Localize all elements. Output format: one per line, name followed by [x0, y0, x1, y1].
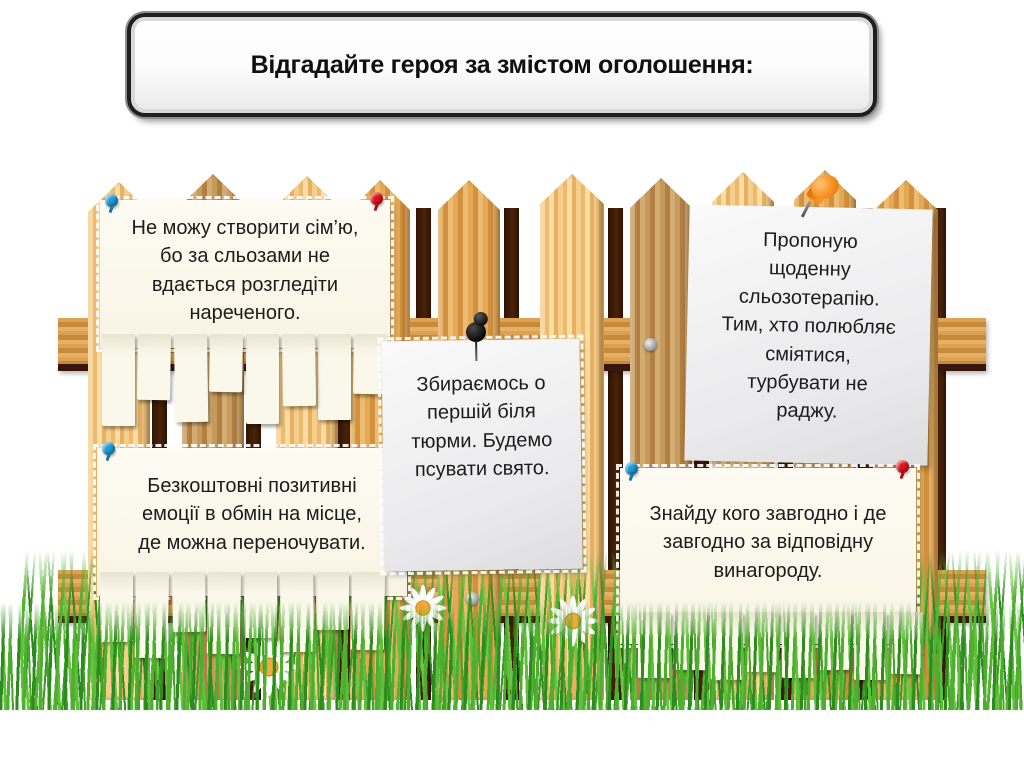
pushpin-blue-icon [102, 442, 115, 455]
announcement-text-4: Пропоную щоденну сльозотерапію. Тим, хто… [721, 229, 897, 423]
announcement-note-4: Пропоную щоденну сльозотерапію. Тим, хто… [684, 171, 933, 466]
pushpin-black-icon [465, 314, 493, 362]
title-banner: Відгадайте героя за змістом оголошення: [127, 13, 877, 117]
pushpin-red-icon [896, 460, 909, 473]
tear-strip [102, 334, 135, 426]
announcement-text-1: Не можу створити сім’ю, бо за сльозами н… [131, 217, 359, 325]
tear-strip [209, 333, 243, 393]
grass-front [0, 602, 1024, 710]
announcement-note-2: Безкоштовні позитивні емоції в обмін на … [93, 440, 411, 600]
tear-strip [246, 334, 279, 424]
announcement-text-3: Збираємось о першій біля тюрми. Будемо п… [411, 372, 553, 482]
pushpin-red-icon [370, 192, 383, 205]
pushpin-blue-icon [625, 462, 638, 475]
pushpin-blue-icon [105, 194, 118, 207]
tear-off-strips-1 [102, 333, 387, 426]
tear-strip [136, 333, 171, 401]
tear-strip [318, 334, 351, 420]
announcement-note-1: Не можу створити сім’ю, бо за сльозами н… [96, 192, 394, 352]
announcement-text-5: Знайду кого завгодно і де завгодно за ві… [649, 503, 887, 582]
announcement-text-2: Безкоштовні позитивні емоції в обмін на … [138, 475, 366, 554]
pushpin-orange-icon [799, 171, 844, 226]
slide-title: Відгадайте героя за змістом оголошення: [250, 50, 754, 79]
tear-strip [174, 333, 209, 423]
announcement-note-3: Збираємось о першій біля тюрми. Будемо п… [377, 321, 587, 576]
fence-bolt [644, 338, 657, 351]
tear-strip [282, 333, 317, 407]
